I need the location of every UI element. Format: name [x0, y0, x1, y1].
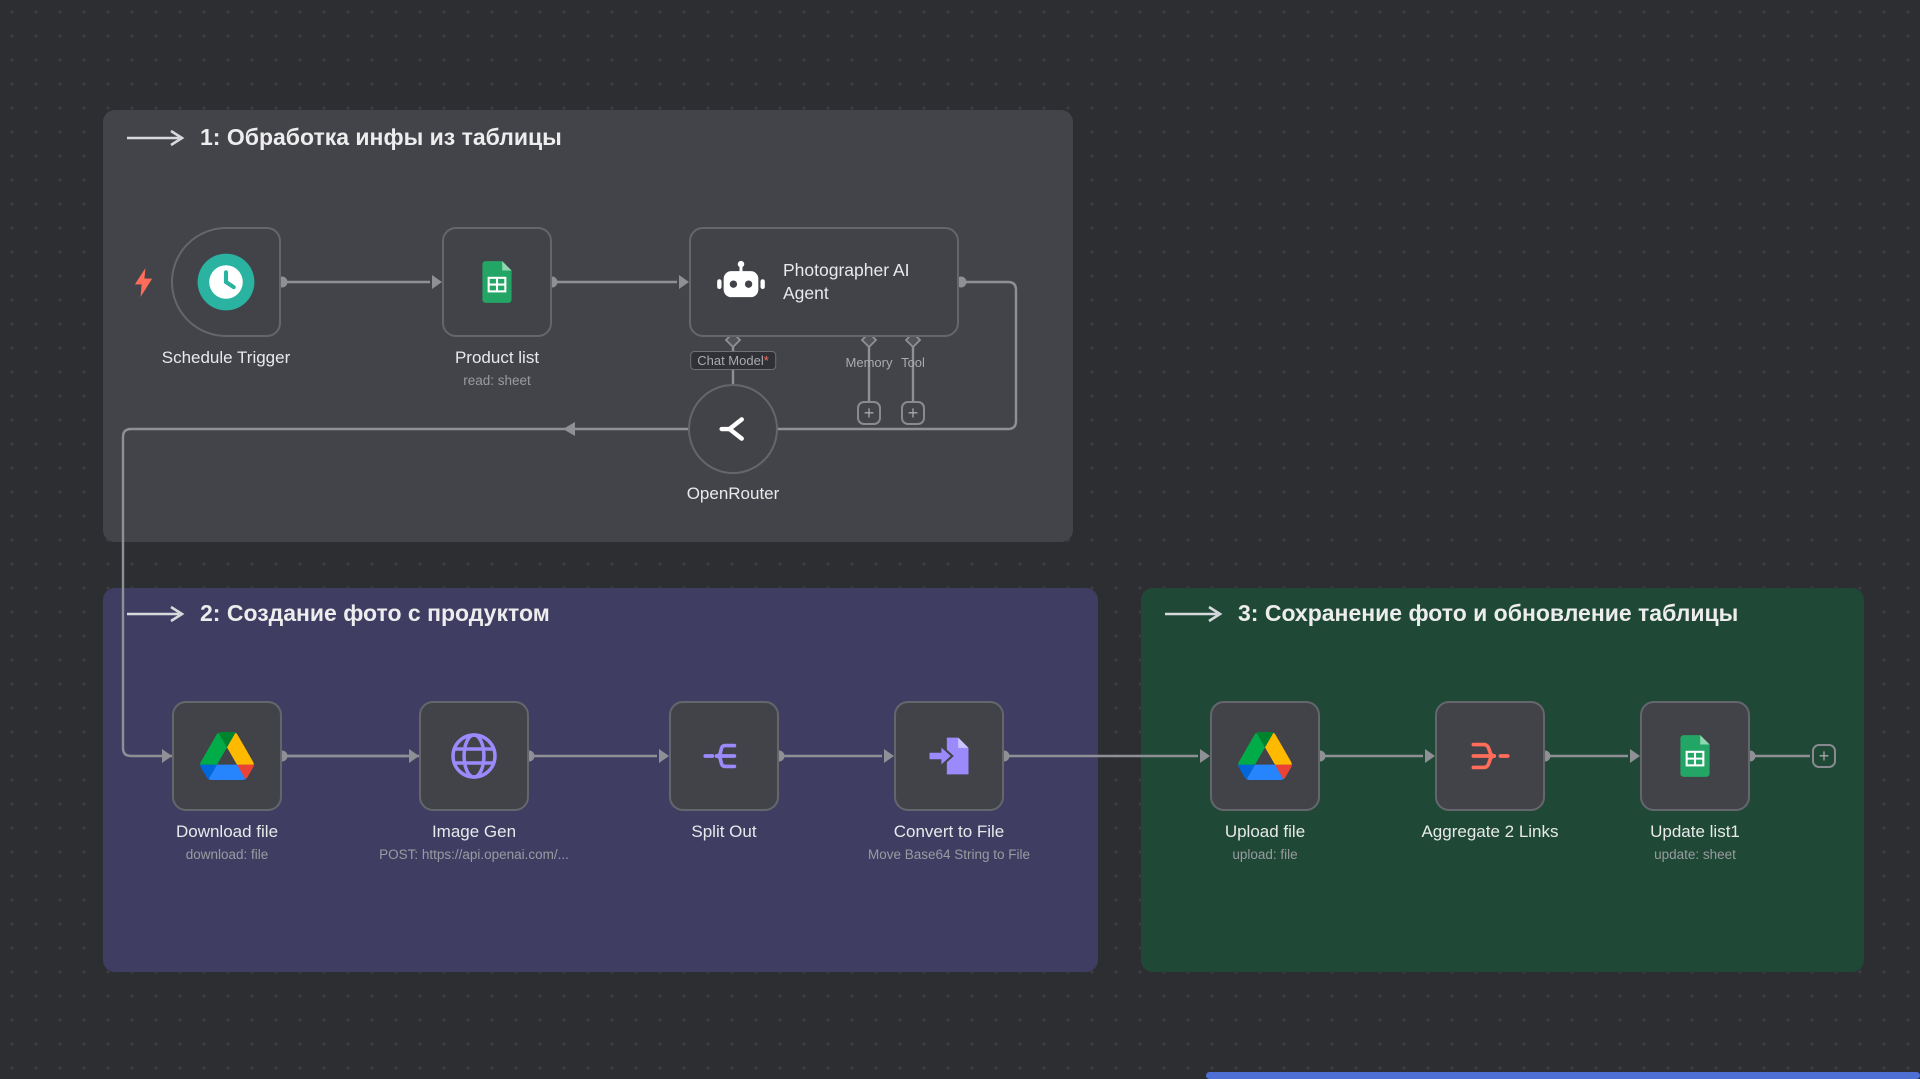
chat-model-port-label: Chat Model* [690, 353, 776, 368]
node-ai-agent[interactable]: Photographer AI Agent [689, 227, 959, 337]
input-arrow[interactable] [409, 749, 419, 763]
node-title: OpenRouter [563, 483, 903, 504]
google-drive-icon [1238, 732, 1292, 780]
add-tool-button[interactable]: + [901, 401, 925, 425]
input-arrow[interactable] [884, 749, 894, 763]
input-arrow[interactable] [1630, 749, 1640, 763]
group-3-title-text: 3: Сохранение фото и обновление таблицы [1238, 600, 1738, 627]
input-arrow[interactable] [162, 749, 172, 763]
file-arrow-icon [923, 730, 975, 782]
node-schedule-trigger[interactable] [171, 227, 281, 337]
input-arrow[interactable] [1425, 749, 1435, 763]
node-upload-file[interactable] [1210, 701, 1320, 811]
group-1-title-text: 1: Обработка инфы из таблицы [200, 124, 562, 151]
google-sheets-icon [1670, 731, 1720, 781]
label-convert-to-file: Convert to File Move Base64 String to Fi… [779, 821, 1119, 864]
label-openrouter: OpenRouter [563, 483, 903, 504]
node-openrouter[interactable] [688, 384, 778, 474]
input-arrow[interactable] [432, 275, 442, 289]
chat-model-port-text: Chat Model [697, 353, 763, 368]
google-sheets-icon [472, 257, 522, 307]
tool-port-label: Tool [901, 355, 925, 370]
required-marker: * [764, 353, 769, 368]
node-subtitle: update: sheet [1525, 847, 1865, 864]
node-product-list[interactable] [442, 227, 552, 337]
input-arrow[interactable] [679, 275, 689, 289]
node-title: Product list [327, 347, 667, 368]
node-convert-to-file[interactable] [894, 701, 1004, 811]
node-ai-agent-label: Photographer AI Agent [783, 259, 938, 305]
group-1-title: 1: Обработка инфы из таблицы [125, 124, 562, 151]
group-3-title: 3: Сохранение фото и обновление таблицы [1163, 600, 1738, 627]
globe-icon [446, 728, 502, 784]
group-2-title-text: 2: Создание фото с продуктом [200, 600, 550, 627]
node-title: Update list1 [1525, 821, 1865, 842]
node-subtitle: upload: file [1095, 847, 1435, 864]
input-arrow[interactable] [659, 749, 669, 763]
node-download-file[interactable] [172, 701, 282, 811]
wire-direction-arrow [563, 422, 575, 436]
node-split-out[interactable] [669, 701, 779, 811]
clock-icon [195, 251, 257, 313]
robot-icon [715, 256, 767, 308]
memory-port-label: Memory [846, 355, 893, 370]
node-title: Convert to File [779, 821, 1119, 842]
label-update-list: Update list1 update: sheet [1525, 821, 1865, 864]
aggregate-icon [1465, 731, 1515, 781]
input-arrow[interactable] [1200, 749, 1210, 763]
group-2-title: 2: Создание фото с продуктом [125, 600, 550, 627]
trigger-bolt-icon [132, 267, 155, 303]
node-subtitle: read: sheet [327, 373, 667, 390]
label-product-list: Product list read: sheet [327, 347, 667, 390]
horizontal-scrollbar[interactable] [1206, 1072, 1920, 1079]
arrow-right-icon [125, 129, 187, 147]
node-aggregate[interactable] [1435, 701, 1545, 811]
add-memory-button[interactable]: + [857, 401, 881, 425]
node-subtitle: POST: https://api.openai.com/... [304, 847, 644, 864]
add-node-button[interactable]: + [1812, 744, 1836, 768]
openrouter-icon [712, 408, 754, 450]
arrow-right-icon [125, 605, 187, 623]
node-subtitle: Move Base64 String to File [779, 847, 1119, 864]
node-update-list[interactable] [1640, 701, 1750, 811]
split-icon [699, 731, 749, 781]
arrow-right-icon [1163, 605, 1225, 623]
google-drive-icon [200, 732, 254, 780]
node-image-gen[interactable] [419, 701, 529, 811]
